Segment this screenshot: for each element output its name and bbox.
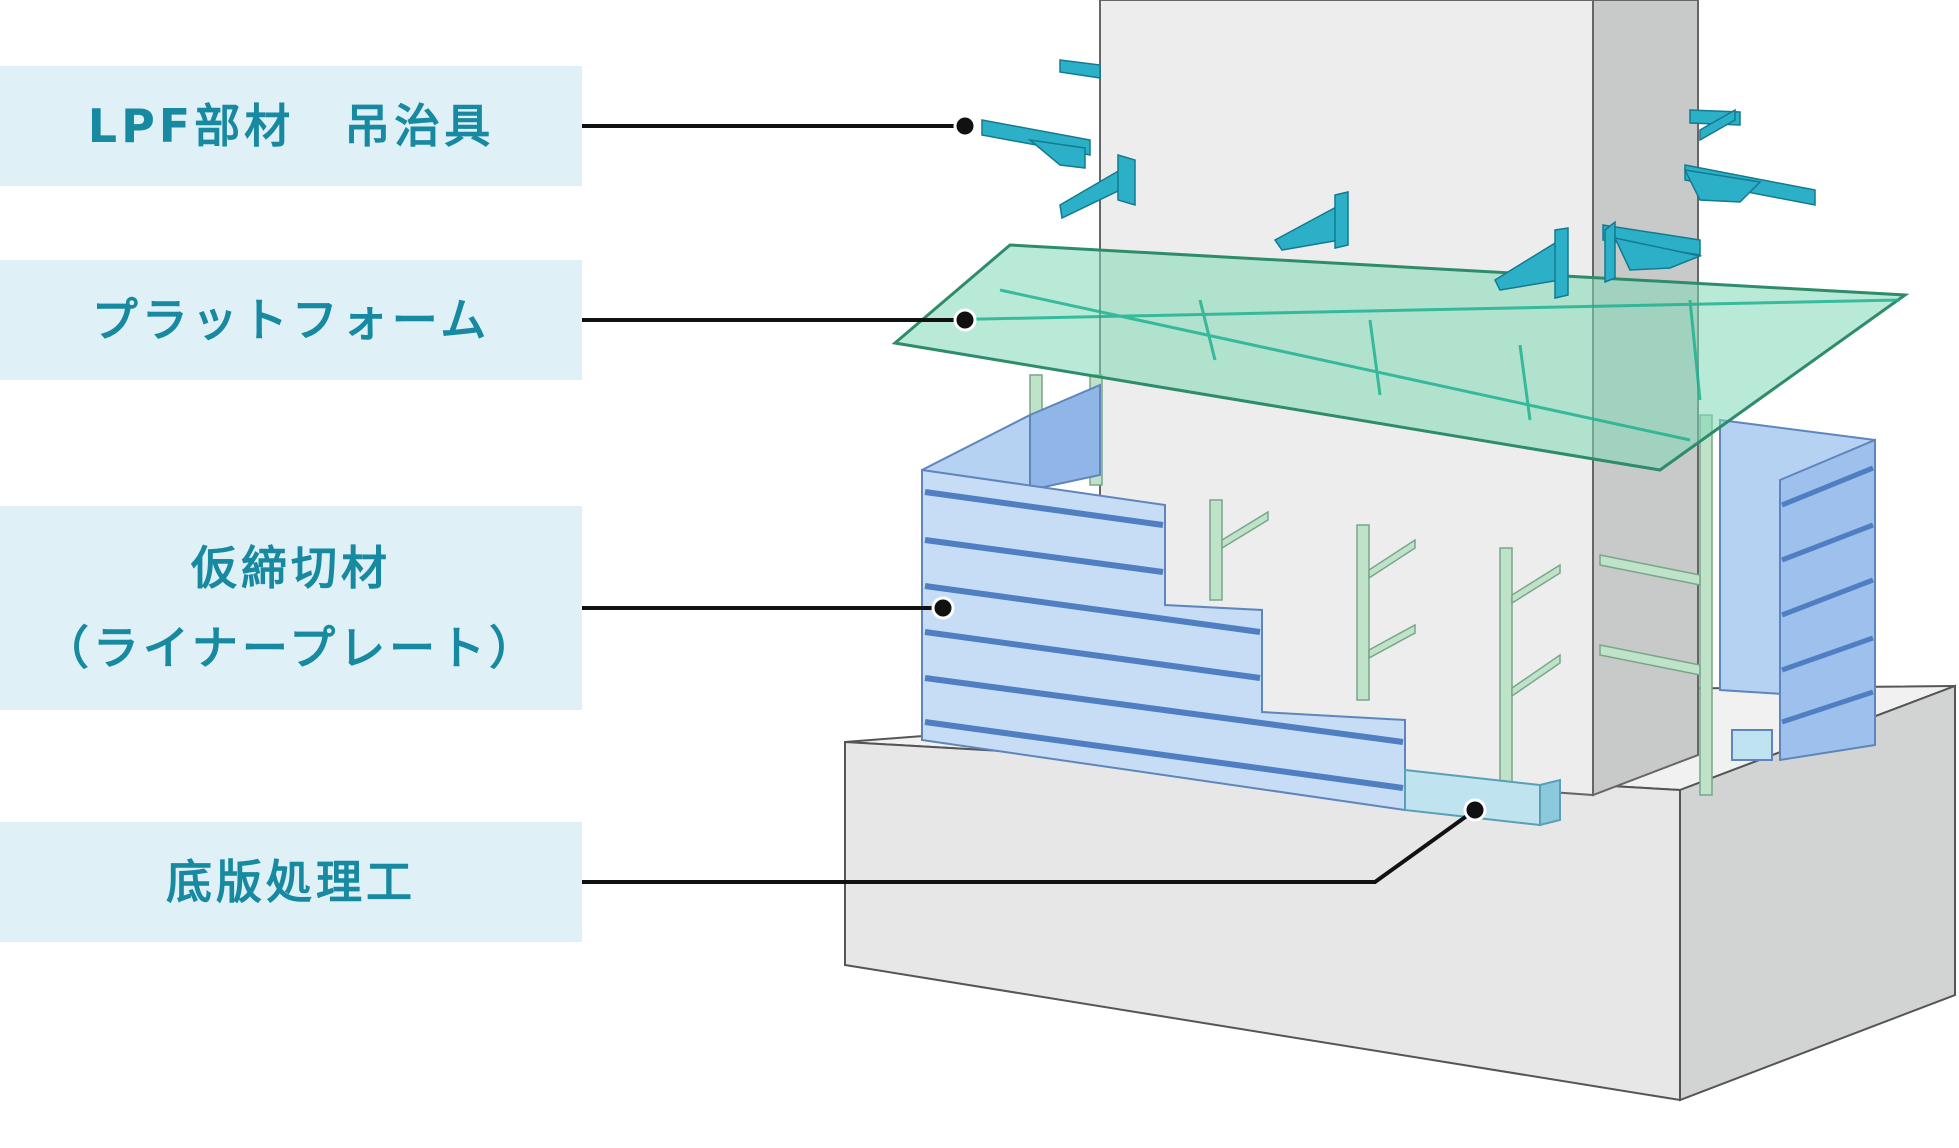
leader-dots — [931, 114, 1487, 822]
leader-dot-platform — [953, 308, 977, 332]
liner-plate-wall-right — [1719, 418, 1876, 762]
label-base-treatment-text: 底版処理工 — [166, 854, 416, 909]
label-platform: プラットフォーム — [0, 260, 582, 380]
base-treatment-block — [1404, 768, 1561, 827]
leader-lines — [582, 124, 1477, 884]
leader-dot-lifting-jig — [953, 114, 977, 138]
leader-dot-liner-plate — [931, 596, 955, 620]
leader-dot-base-treatment — [1463, 798, 1487, 822]
label-lifting-jig-text: LPF部材 吊治具 — [87, 98, 495, 153]
label-platform-text: プラットフォーム — [91, 292, 491, 347]
label-liner-plate-line2: （ライナープレート） — [42, 621, 540, 675]
liner-plate-wall-left — [920, 383, 1406, 812]
label-liner-plate-line1: 仮締切材 — [191, 540, 391, 595]
leader-line-base-treatment — [582, 808, 1477, 884]
lifting-jig-brackets — [981, 59, 1816, 299]
label-liner-plate: 仮締切材 （ライナープレート） — [0, 506, 582, 710]
platform — [891, 243, 1910, 472]
label-lifting-jig: LPF部材 吊治具 — [0, 66, 582, 186]
label-base-treatment: 底版処理工 — [0, 822, 582, 942]
